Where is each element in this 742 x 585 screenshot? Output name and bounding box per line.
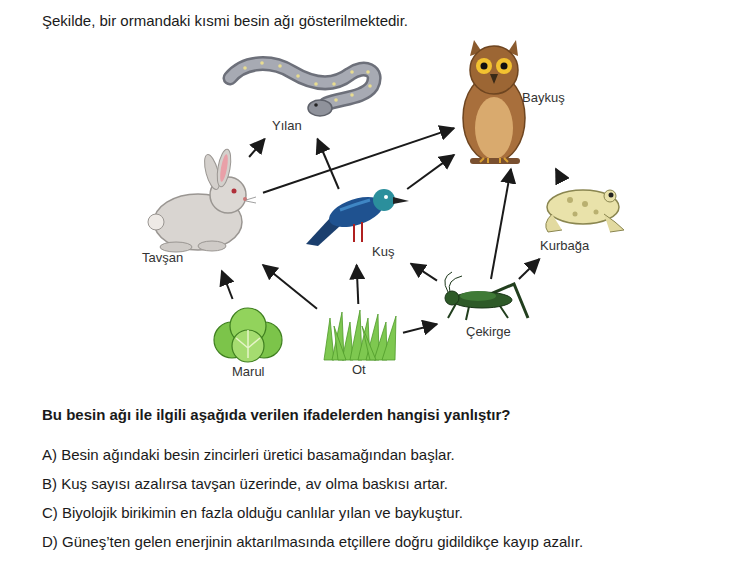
option-text: D) Güneş’ten gelen enerjinin aktarılması…	[42, 533, 583, 551]
feeding-arrow	[222, 271, 233, 299]
feeding-arrow	[491, 169, 511, 279]
organism-label: Ot	[352, 362, 366, 378]
feeding-arrow	[263, 265, 317, 309]
grasshopper-node: Çekirge	[438, 280, 532, 344]
bird-drawing	[306, 189, 409, 246]
feeding-arrow	[556, 169, 560, 177]
feeding-arrow	[411, 264, 437, 281]
lettuce-drawing	[214, 308, 282, 362]
feeding-arrow	[317, 139, 338, 189]
snake-node: Yılan	[218, 58, 382, 138]
page-title: Şekilde, bir ormandaki kısmi besin ağı g…	[42, 12, 408, 30]
grasshopper-drawing	[445, 272, 528, 320]
rabbit-node: Tavşan	[138, 158, 262, 270]
feeding-arrow	[263, 128, 454, 193]
feeding-arrow	[357, 265, 359, 304]
lettuce-node: Marul	[208, 300, 290, 384]
option-text: A) Besin ağındaki besin zincirleri üreti…	[42, 446, 455, 464]
organism-label: Çekirge	[466, 324, 511, 340]
grass-drawing	[324, 310, 396, 360]
frog-node: Kurbağa	[535, 178, 628, 258]
organism-label: Yılan	[272, 118, 302, 134]
option-text: B) Kuş sayısı azalırsa tavşan üzerinde, …	[42, 475, 448, 493]
organism-label: Kuş	[372, 244, 394, 260]
feeding-arrow	[407, 155, 454, 189]
owl-node: Baykuş	[455, 42, 590, 168]
feeding-arrow	[519, 259, 540, 279]
organism-label: Marul	[232, 364, 265, 380]
feeding-arrow	[403, 324, 437, 333]
organism-label: Kurbağa	[540, 238, 589, 254]
frog-drawing	[546, 190, 624, 232]
organism-label: Baykuş	[522, 90, 565, 106]
feeding-arrow	[249, 139, 265, 157]
bird-node: Kuş	[300, 190, 410, 264]
grass-node: Ot	[318, 305, 402, 382]
option-text: C) Biyolojik birikimin en fazla olduğu c…	[42, 504, 463, 522]
question-text: Bu besin ağı ile ilgili aşağıda verilen …	[42, 406, 510, 424]
organism-label: Tavşan	[142, 250, 183, 266]
snake-drawing	[230, 61, 374, 116]
owl-drawing	[463, 40, 525, 164]
rabbit-drawing	[148, 148, 256, 252]
